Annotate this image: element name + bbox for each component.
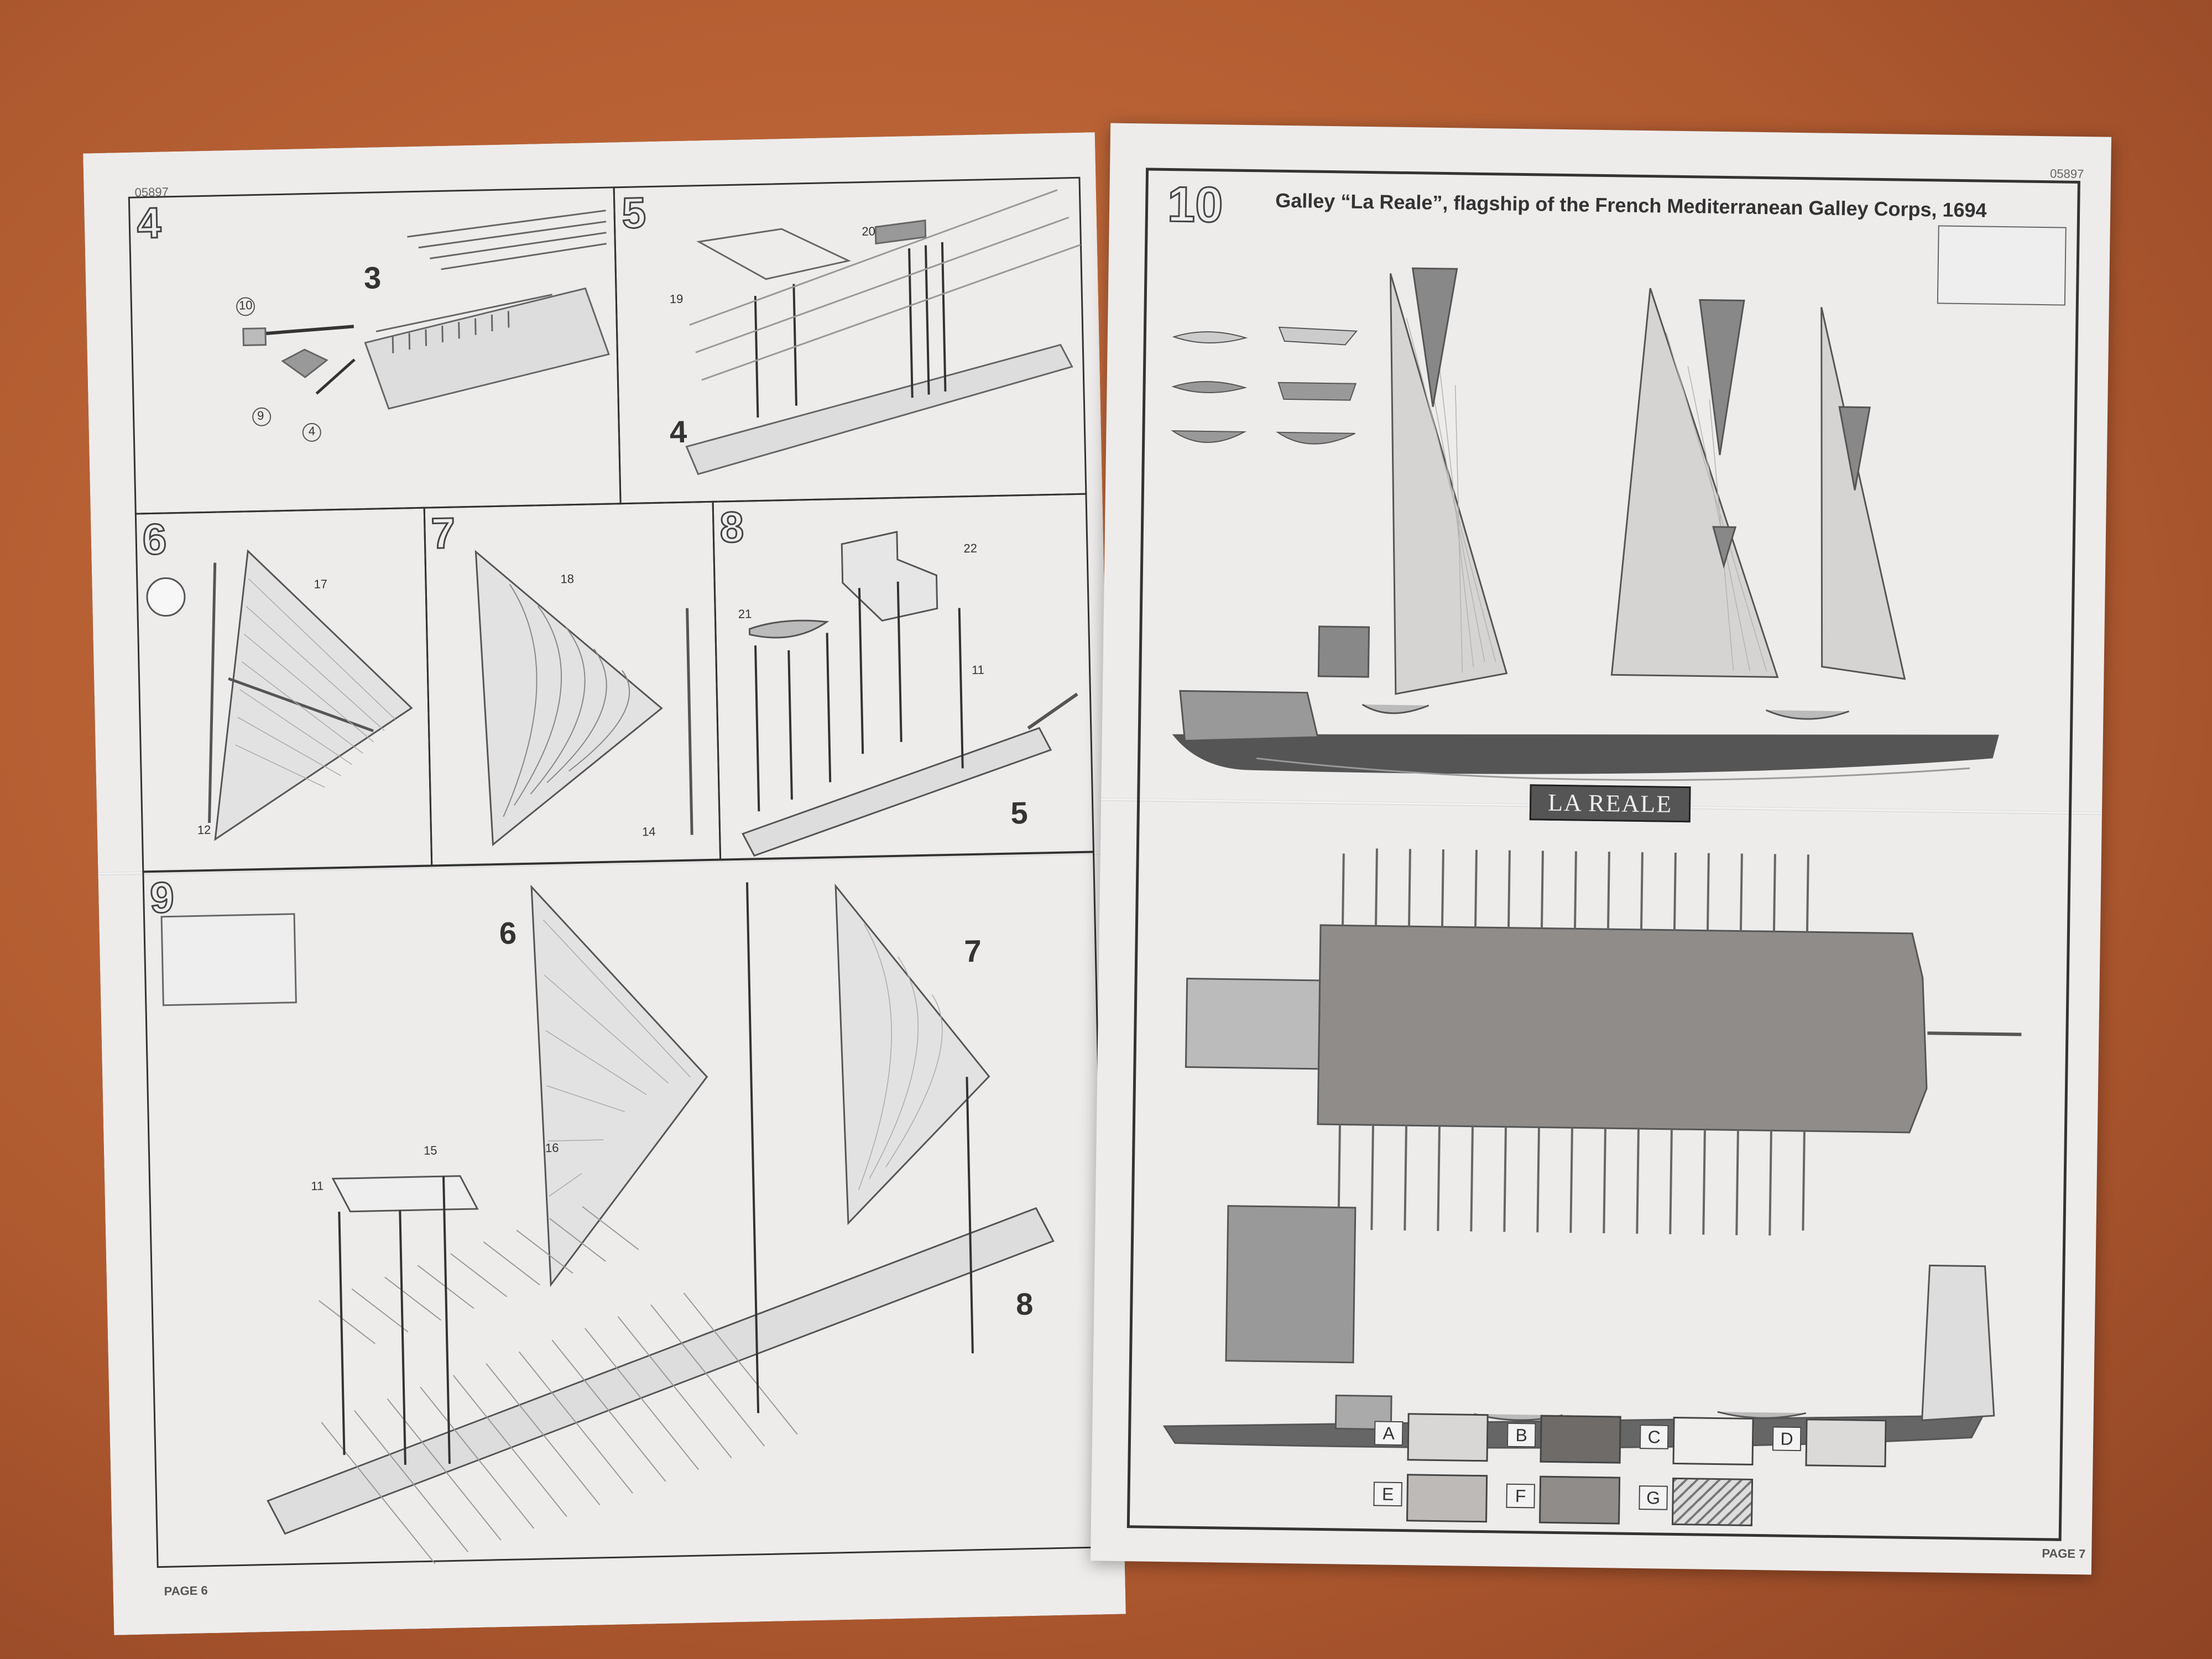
legend-swatch-d bbox=[1805, 1418, 1887, 1468]
part-callout: 11 bbox=[311, 1178, 324, 1193]
legend-swatch-e bbox=[1406, 1474, 1488, 1523]
part-callout: 14 bbox=[641, 825, 656, 839]
part-callout: 17 bbox=[314, 577, 328, 591]
legend-swatch-b bbox=[1540, 1415, 1621, 1464]
legend-letter-b: B bbox=[1506, 1422, 1536, 1448]
step-9-panel: 9 6 7 8 bbox=[142, 851, 1109, 1568]
page-number: PAGE 6 bbox=[164, 1583, 208, 1598]
legend-swatch-c bbox=[1672, 1416, 1754, 1465]
step-7-drawing bbox=[425, 503, 723, 868]
page-number: PAGE 7 bbox=[2042, 1546, 2086, 1561]
part-callout: 4 bbox=[308, 424, 316, 439]
step-5-drawing bbox=[615, 179, 1089, 507]
step-4-panel: 4 3 10 9 4 bbox=[128, 186, 622, 514]
part-callout: 19 bbox=[669, 291, 684, 306]
ship-name-plate: LA REALE bbox=[1529, 784, 1691, 823]
step-7-panel: 7 18 14 bbox=[424, 501, 721, 867]
legend-letter-f: F bbox=[1506, 1483, 1535, 1509]
page-code: 05897 bbox=[2049, 166, 2084, 181]
step-4-drawing bbox=[130, 188, 623, 516]
step-6-drawing bbox=[137, 509, 434, 874]
part-callout: 21 bbox=[738, 607, 752, 621]
step-8-drawing bbox=[714, 495, 1096, 862]
top-view-with-oars bbox=[1185, 848, 2022, 1236]
part-callout: 9 bbox=[257, 408, 264, 422]
legend-letter-e: E bbox=[1373, 1481, 1402, 1507]
part-callout: 16 bbox=[545, 1140, 559, 1155]
part-callout: 20 bbox=[862, 224, 876, 238]
legend-letter-a: A bbox=[1374, 1421, 1404, 1446]
step-9-drawing bbox=[144, 853, 1110, 1569]
legend-swatch-f bbox=[1538, 1475, 1621, 1525]
step-5-panel: 5 4 19 20 bbox=[613, 177, 1087, 505]
part-callout: 22 bbox=[963, 541, 978, 556]
step-6-panel: 6 17 12 bbox=[135, 507, 432, 873]
part-callout: 18 bbox=[560, 572, 575, 586]
step-8-panel: 8 5 22 21 11 bbox=[712, 493, 1094, 860]
part-callout: 11 bbox=[971, 662, 985, 677]
legend-swatch-g bbox=[1671, 1477, 1754, 1526]
legend-letter-g: G bbox=[1639, 1485, 1668, 1510]
part-callout: 15 bbox=[423, 1143, 437, 1157]
side-view-with-sails bbox=[1171, 225, 2067, 781]
legend-swatch-a bbox=[1407, 1413, 1489, 1462]
right-instruction-page: 05897 10 Galley “La Reale”, flagship of … bbox=[1090, 123, 2112, 1575]
step-10-panel: 10 Galley “La Reale”, flagship of the Fr… bbox=[1126, 168, 2080, 1541]
part-callout: 10 bbox=[238, 298, 253, 312]
legend-letter-c: C bbox=[1639, 1425, 1669, 1449]
part-callout: 12 bbox=[197, 822, 211, 837]
legend-letter-d: D bbox=[1772, 1426, 1802, 1452]
left-instruction-page: 05897 4 3 10 9 4 5 bbox=[83, 132, 1126, 1635]
